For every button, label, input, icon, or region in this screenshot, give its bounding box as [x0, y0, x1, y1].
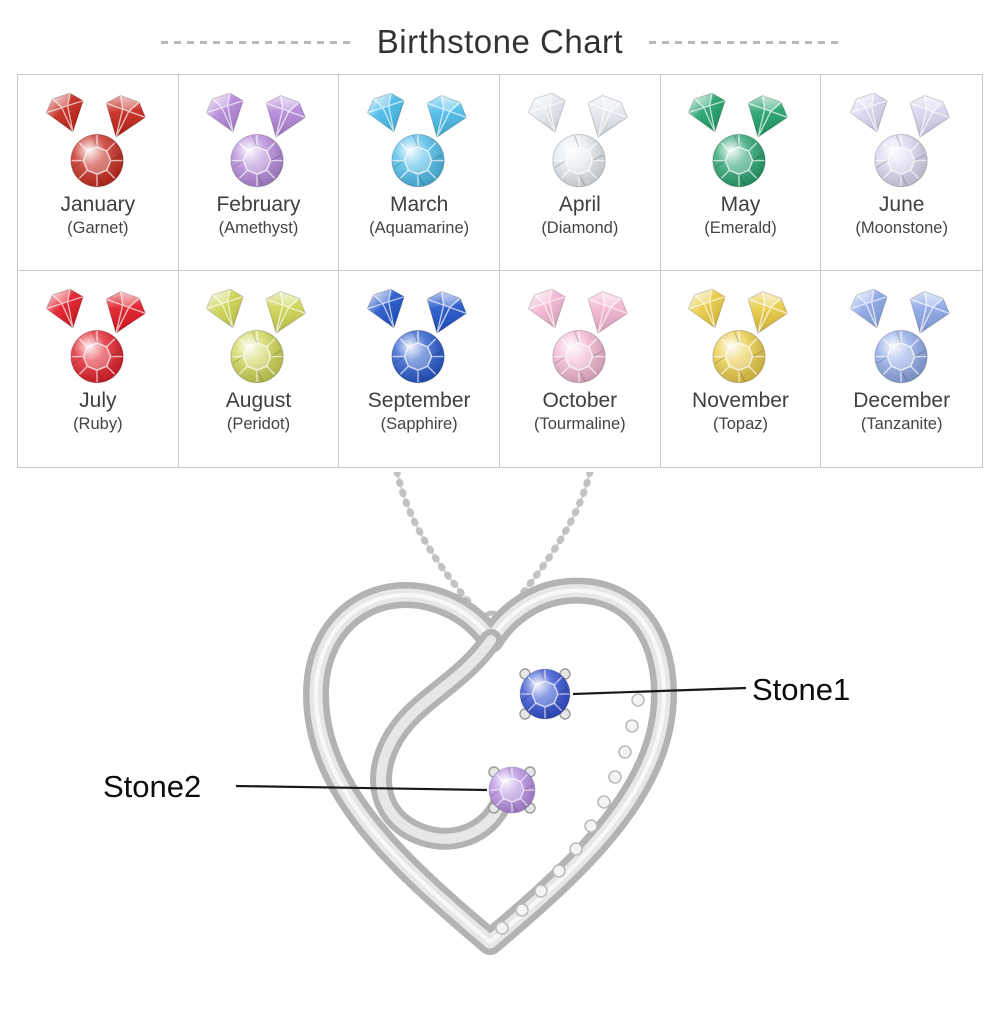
necklace-illustration	[235, 472, 747, 955]
stone-name-label: (Tourmaline)	[533, 415, 626, 434]
gem-cluster-icon	[202, 285, 311, 384]
month-label: December	[853, 389, 951, 412]
gem-cluster-icon	[363, 285, 472, 384]
month-label: April	[558, 193, 601, 216]
birthstone-cell-may: May (Emerald)	[660, 75, 822, 271]
gem-cluster-icon	[42, 285, 151, 384]
page-title: Birthstone Chart	[376, 23, 624, 60]
gem-cluster-icon	[363, 89, 472, 188]
heart-pendant	[303, 577, 677, 955]
heart-swirl	[370, 629, 516, 850]
birthstone-cell-august: August (Peridot)	[179, 271, 340, 467]
gem-cluster-icon	[524, 89, 633, 188]
gem-cluster-icon	[845, 285, 954, 384]
birthstone-cell-february: February (Amethyst)	[178, 75, 340, 271]
title-row: Birthstone Chart	[0, 20, 1000, 64]
birthstone-cell-october: October (Tourmaline)	[500, 271, 661, 467]
month-label: August	[225, 389, 292, 412]
stone-name-label: (Aquamarine)	[369, 219, 470, 238]
gem-cluster-icon	[684, 285, 793, 384]
month-label: June	[878, 193, 925, 216]
stone2-label: Stone2	[103, 769, 202, 804]
stone-name-label: (Topaz)	[712, 415, 768, 434]
stone-name-label: (Amethyst)	[218, 219, 299, 238]
gem-cluster-icon	[524, 285, 633, 384]
birthstone-cell-april: April (Diamond)	[500, 75, 661, 271]
month-label: February	[216, 193, 301, 216]
stone-name-label: (Emerald)	[704, 219, 777, 238]
birthstone-cell-march: March (Aquamarine)	[339, 75, 500, 271]
birthstone-cell-june: June (Moonstone)	[821, 75, 982, 271]
month-label: May	[720, 193, 761, 216]
birthstone-table: January (Garnet) February (Amethyst) Mar…	[17, 74, 983, 468]
birthstone-cell-november: November (Topaz)	[661, 271, 822, 467]
stone-name-label: (Peridot)	[226, 415, 291, 434]
stone-name-label: (Moonstone)	[855, 219, 948, 238]
stone-name-label: (Tanzanite)	[860, 415, 943, 434]
birthstone-cell-january: January (Garnet)	[18, 75, 179, 271]
birthstone-cell-september: September (Sapphire)	[339, 271, 500, 467]
gem-cluster-icon	[684, 89, 793, 188]
pave-stones	[495, 693, 645, 935]
stone-name-label: (Ruby)	[73, 415, 123, 434]
month-label: January	[60, 193, 136, 216]
month-label: September	[367, 389, 471, 412]
stone-name-label: (Garnet)	[67, 219, 129, 238]
month-label: July	[79, 389, 117, 412]
stone2-gem-icon	[488, 766, 536, 814]
necklace-image: Stone1 Stone2	[0, 472, 1000, 1012]
gem-cluster-icon	[202, 89, 311, 188]
birthstone-cell-december: December (Tanzanite)	[821, 271, 982, 467]
month-label: October	[542, 389, 618, 412]
stone2-pointer-line	[235, 784, 488, 792]
left-dash-line	[160, 40, 351, 44]
birthstone-cell-july: July (Ruby)	[18, 271, 179, 467]
stone1-pointer-line	[572, 686, 747, 696]
month-label: March	[389, 193, 449, 216]
stone-name-label: (Diamond)	[541, 219, 619, 238]
gem-cluster-icon	[845, 89, 954, 188]
month-label: November	[692, 389, 789, 412]
right-dash-line	[649, 40, 840, 44]
stone1-label: Stone1	[752, 672, 851, 707]
stone1-gem-icon	[519, 668, 571, 720]
gem-cluster-icon	[42, 89, 151, 188]
stone-name-label: (Sapphire)	[380, 415, 458, 434]
